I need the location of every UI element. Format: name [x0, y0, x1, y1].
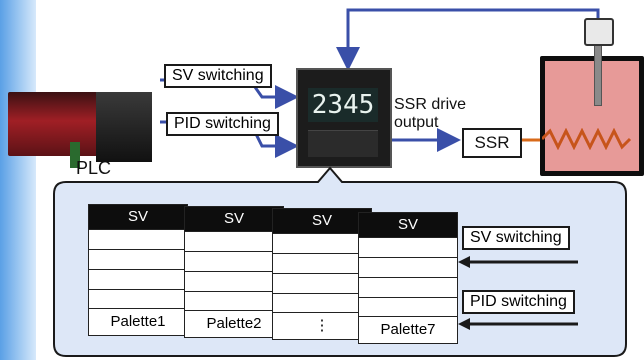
palette-2: SV Palette2: [184, 206, 284, 338]
bottom-sv-switching-label: SV switching: [462, 226, 570, 250]
palette-1-footer: Palette1: [89, 308, 187, 335]
plc-label: PLC: [76, 158, 112, 178]
temperature-controller: 2345: [296, 68, 392, 168]
ssr-drive-output-label-line2: output: [394, 114, 439, 131]
bottom-pid-switching-label: PID switching: [462, 290, 575, 314]
ssr-drive-output-label-line1: SSR drive: [394, 96, 467, 113]
palette-7: SV Palette7: [358, 212, 458, 344]
sensor-head: [584, 18, 614, 46]
palette-3: SV ⋮: [272, 208, 372, 340]
tank: [540, 56, 644, 176]
pid-switching-label: PID switching: [166, 112, 279, 136]
controller-display: 2345: [308, 88, 378, 122]
ssr-box: SSR: [462, 128, 522, 158]
plc-device-leg: [70, 142, 80, 168]
palette-1: SV Palette1: [88, 204, 188, 336]
palette-1-header: SV: [89, 205, 187, 229]
palette-2-footer: Palette2: [185, 310, 283, 337]
palette-7-footer: Palette7: [359, 316, 457, 343]
left-gradient-strip: [0, 0, 36, 360]
heater-coil: [542, 128, 632, 150]
plc-device-module: [96, 92, 152, 162]
palette-3-header: SV: [273, 209, 371, 233]
sv-switching-label: SV switching: [164, 64, 272, 88]
controller-keypad: [308, 130, 378, 157]
palette-3-footer: ⋮: [273, 312, 371, 339]
palette-2-header: SV: [185, 207, 283, 231]
palette-7-header: SV: [359, 213, 457, 237]
